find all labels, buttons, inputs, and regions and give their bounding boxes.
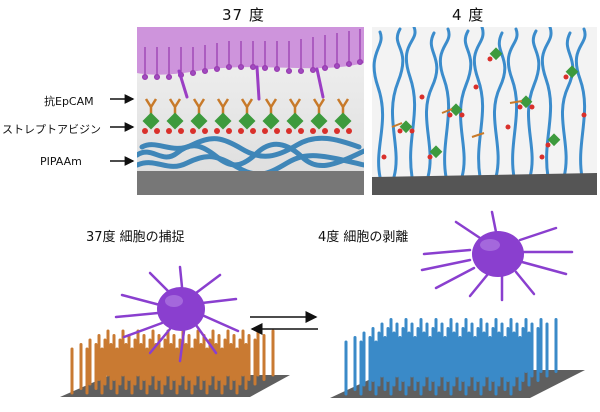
collapsed-polymer — [137, 135, 364, 177]
membrane-lipids — [141, 29, 364, 81]
cell-membrane — [137, 27, 364, 75]
epcam-receptors — [177, 65, 325, 101]
warm-pillars — [70, 329, 275, 395]
warm-substrate — [137, 171, 364, 195]
cold-substrate — [372, 173, 597, 195]
biotin-dots — [381, 84, 587, 160]
label-arrows — [110, 94, 135, 166]
extended-polymer-chains — [372, 27, 587, 179]
captured-cell — [114, 265, 240, 363]
release-pillar-array — [330, 210, 585, 398]
cold-panel-title: 4 度 — [452, 6, 485, 24]
warm-panel-title: 37 度 — [222, 6, 265, 24]
capture-pillar-array — [60, 265, 290, 397]
label-antibody: 抗EpCAM — [44, 95, 94, 108]
released-cell — [420, 210, 574, 302]
cold-pillars — [344, 318, 558, 396]
release-caption: 4度 細胞の剥離 — [318, 230, 409, 245]
warm-molecular-panel — [137, 27, 364, 195]
capture-caption: 37度 細胞の捕捉 — [86, 230, 185, 245]
reversible-arrows — [250, 311, 318, 335]
label-polymer: PIPAAm — [40, 155, 82, 168]
label-streptavidin: ストレプトアビジン — [2, 123, 101, 136]
cold-molecular-panel — [372, 27, 597, 195]
